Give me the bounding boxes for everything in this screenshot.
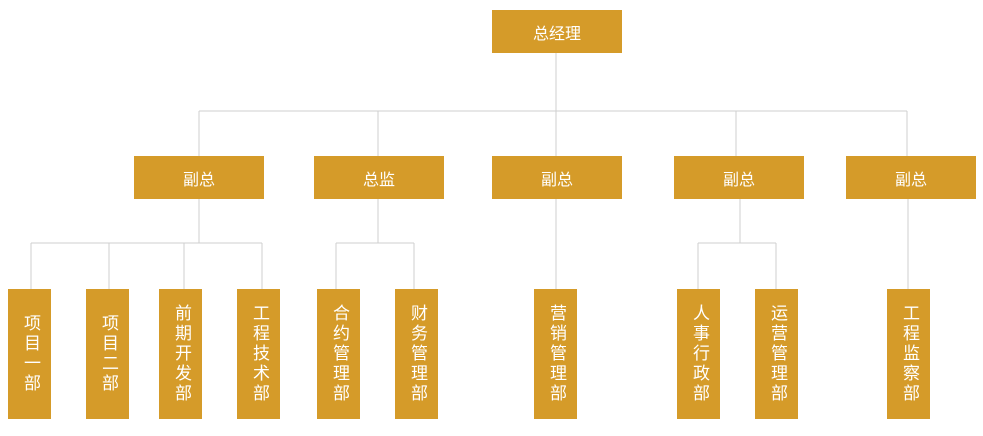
node-vp-4: 副总	[674, 156, 804, 199]
node-project-dept-2: 项目二部	[86, 289, 129, 419]
node-hr-admin-dept: 人事行政部	[677, 289, 720, 419]
node-director: 总监	[314, 156, 444, 199]
node-label: 营销管理部	[546, 304, 566, 404]
node-label: 总经理	[532, 23, 581, 43]
node-label: 人事行政部	[689, 304, 709, 404]
node-label: 项目一部	[20, 314, 40, 394]
node-label: 工程技术部	[249, 304, 269, 404]
node-label: 副总	[894, 169, 927, 189]
node-contract-mgmt-dept: 合约管理部	[317, 289, 360, 419]
node-label: 副总	[182, 169, 215, 189]
node-label: 总监	[362, 169, 395, 189]
node-label: 副总	[722, 169, 755, 189]
node-engineering-tech-dept: 工程技术部	[237, 289, 280, 419]
node-label: 前期开发部	[171, 304, 191, 404]
node-operations-mgmt-dept: 运营管理部	[755, 289, 798, 419]
node-vp-1: 副总	[134, 156, 264, 199]
node-marketing-mgmt-dept: 营销管理部	[534, 289, 577, 419]
node-project-dept-1: 项目一部	[8, 289, 51, 419]
node-label: 运营管理部	[767, 304, 787, 404]
node-vp-5: 副总	[846, 156, 976, 199]
node-label: 财务管理部	[407, 304, 427, 404]
node-pre-development-dept: 前期开发部	[159, 289, 202, 419]
node-label: 工程监察部	[899, 304, 919, 404]
node-finance-mgmt-dept: 财务管理部	[395, 289, 438, 419]
node-label: 项目二部	[98, 314, 118, 394]
node-engineering-inspection-dept: 工程监察部	[887, 289, 930, 419]
node-label: 副总	[540, 169, 573, 189]
node-general-manager: 总经理	[492, 10, 622, 53]
node-vp-3: 副总	[492, 156, 622, 199]
node-label: 合约管理部	[329, 304, 349, 404]
